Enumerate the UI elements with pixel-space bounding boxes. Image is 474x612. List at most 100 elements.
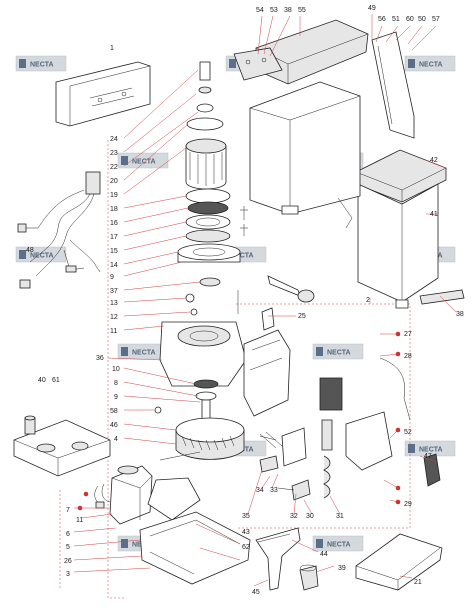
label-11-upper: 11 [110,328,117,335]
necta-logo-icon [408,444,415,453]
label-53: 53 [270,7,278,14]
watermark-text: NECTA [132,350,156,357]
label-33: 33 [270,487,278,494]
assembly-frames [59,140,411,599]
label-12: 12 [110,314,118,321]
label-11: 11 [76,517,83,524]
label-38: 38 [456,311,464,318]
part-41-right-hopper [357,183,439,309]
part-bottom-left-assembly [94,451,251,585]
part-central-grinder-stack [154,61,247,460]
label-62: 62 [242,544,250,551]
label-47: 47 [424,453,432,460]
label-35: 35 [242,513,250,520]
necta-logo-icon [408,59,415,68]
label-19: 19 [110,192,118,199]
part-38-strip [419,289,465,305]
label-9-upper: 9 [110,274,114,281]
callout-labels: 54 53 38 55 49 56 51 60 50 57 1 24 23 22… [26,5,464,596]
label-49: 49 [368,5,376,12]
label-54: 54 [256,7,264,14]
label-7: 7 [66,507,70,514]
label-16: 16 [110,220,118,227]
label-3: 3 [66,571,70,578]
watermark-1: NECTA [15,55,67,72]
necta-logo-icon [121,347,128,356]
label-48: 48 [26,247,34,254]
necta-logo-icon [229,59,236,68]
label-24: 24 [110,136,118,143]
watermark-text: NECTA [30,253,54,260]
label-2: 2 [366,297,370,304]
label-41: 41 [430,211,438,218]
watermark-3: NECTA [404,55,456,72]
watermark-13: NECTA [404,440,456,457]
label-5: 5 [66,544,70,551]
label-10: 10 [112,366,120,373]
label-46: 46 [110,422,118,429]
label-23: 23 [110,150,118,157]
label-34: 34 [256,487,264,494]
part-44-45-39-21-bottom-right [255,527,443,591]
watermark-text: NECTA [419,62,443,69]
watermark-text: NECTA [132,159,156,166]
label-42: 42 [430,157,438,164]
label-27: 27 [404,331,412,338]
label-40: 40 [38,377,46,384]
label-21: 21 [414,579,422,586]
label-60: 60 [406,16,414,23]
label-44: 44 [320,551,328,558]
label-1: 1 [110,45,114,52]
part-55-hopper-lid [255,19,369,85]
part-right-assembly [243,307,441,501]
label-13: 13 [110,300,118,307]
label-9-lower: 9 [114,394,118,401]
watermark-text: NECTA [30,62,54,69]
watermark-10: NECTA [312,343,364,360]
watermark-text: NECTA [327,542,351,549]
label-45: 45 [252,589,260,596]
label-31: 31 [336,513,344,520]
label-32: 32 [290,513,298,520]
watermark-text: NECTA [327,350,351,357]
label-37: 37 [110,288,118,295]
watermark-6: NECTA [15,246,67,263]
part-1-rear-bracket [55,61,151,127]
label-58: 58 [110,408,118,415]
label-55: 55 [298,7,306,14]
watermark-text: NECTA [419,447,443,454]
label-4: 4 [114,436,118,443]
necta-logo-icon [19,59,26,68]
necta-logo-icon [316,539,323,548]
label-30: 30 [306,513,314,520]
necta-logo-icon [316,347,323,356]
part-48-wiring-harness [17,171,101,289]
label-56: 56 [378,16,386,23]
part-small-screws [237,206,315,491]
label-25: 25 [298,313,306,320]
label-61: 61 [52,377,60,384]
label-28: 28 [404,353,412,360]
label-15: 15 [110,248,118,255]
label-20: 20 [110,178,118,185]
label-22: 22 [110,164,118,171]
necta-logo-icon [121,156,128,165]
label-18: 18 [110,206,118,213]
part-40-61-base [13,415,111,477]
label-29: 29 [404,501,412,508]
part-49-main-hopper [249,81,361,229]
leader-lines [73,14,457,587]
label-57: 57 [432,16,440,23]
necta-logo-icon [19,250,26,259]
necta-logo-icon [121,539,128,548]
label-38-top: 38 [284,7,292,14]
label-50: 50 [418,16,426,23]
label-52: 52 [404,429,412,436]
label-39: 39 [338,565,346,572]
label-36: 36 [96,355,104,362]
part-50-57-side-panel [371,31,415,139]
label-43: 43 [242,529,250,536]
label-17: 17 [110,234,118,241]
watermark-4: NECTA [117,152,169,169]
